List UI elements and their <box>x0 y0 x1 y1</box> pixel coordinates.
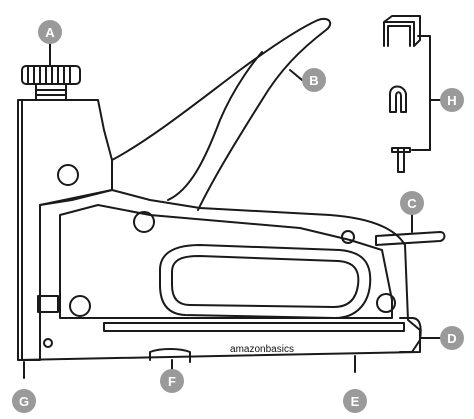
callout-b: B <box>302 68 326 92</box>
callout-f: F <box>160 369 184 393</box>
grip-slot <box>159 244 372 319</box>
leader-b <box>289 69 303 81</box>
h-bracket <box>411 35 443 151</box>
main-body <box>17 189 421 361</box>
staple-types <box>383 15 443 173</box>
body-rivet <box>133 211 155 233</box>
brand-logo: amazonbasics <box>230 344 294 355</box>
callout-label-a: A <box>45 25 55 40</box>
adjustment-knob <box>21 65 81 101</box>
callout-label-f: F <box>168 374 176 389</box>
callout-label-g: G <box>19 394 29 409</box>
front-head <box>17 99 113 361</box>
callout-label-b: B <box>309 73 318 88</box>
callout-d: D <box>440 326 464 350</box>
callout-label-d: D <box>447 331 456 346</box>
callout-label-c: C <box>407 196 417 211</box>
handle-lever <box>111 18 332 211</box>
head-rivet <box>57 164 79 186</box>
callout-h: H <box>440 88 464 112</box>
inner-frame <box>59 204 393 319</box>
callout-label-h: H <box>447 93 456 108</box>
magazine-rail <box>103 322 405 332</box>
round-staple <box>389 85 407 113</box>
body-rivet <box>43 338 53 348</box>
bottom-release <box>149 348 191 363</box>
callout-a: A <box>38 20 62 44</box>
magazine-end <box>399 317 422 353</box>
front-slot <box>37 295 59 313</box>
body-rivet <box>69 295 91 317</box>
body-rivet <box>341 230 355 244</box>
lock-latch <box>375 231 446 246</box>
grip-slot-inner <box>171 255 360 308</box>
callout-g: G <box>12 389 36 413</box>
callout-e: E <box>343 389 367 413</box>
callout-c: C <box>400 191 424 215</box>
body-rivet <box>376 293 396 313</box>
t-nail <box>391 147 411 173</box>
callout-label-e: E <box>351 394 360 409</box>
flat-staple <box>383 15 421 47</box>
